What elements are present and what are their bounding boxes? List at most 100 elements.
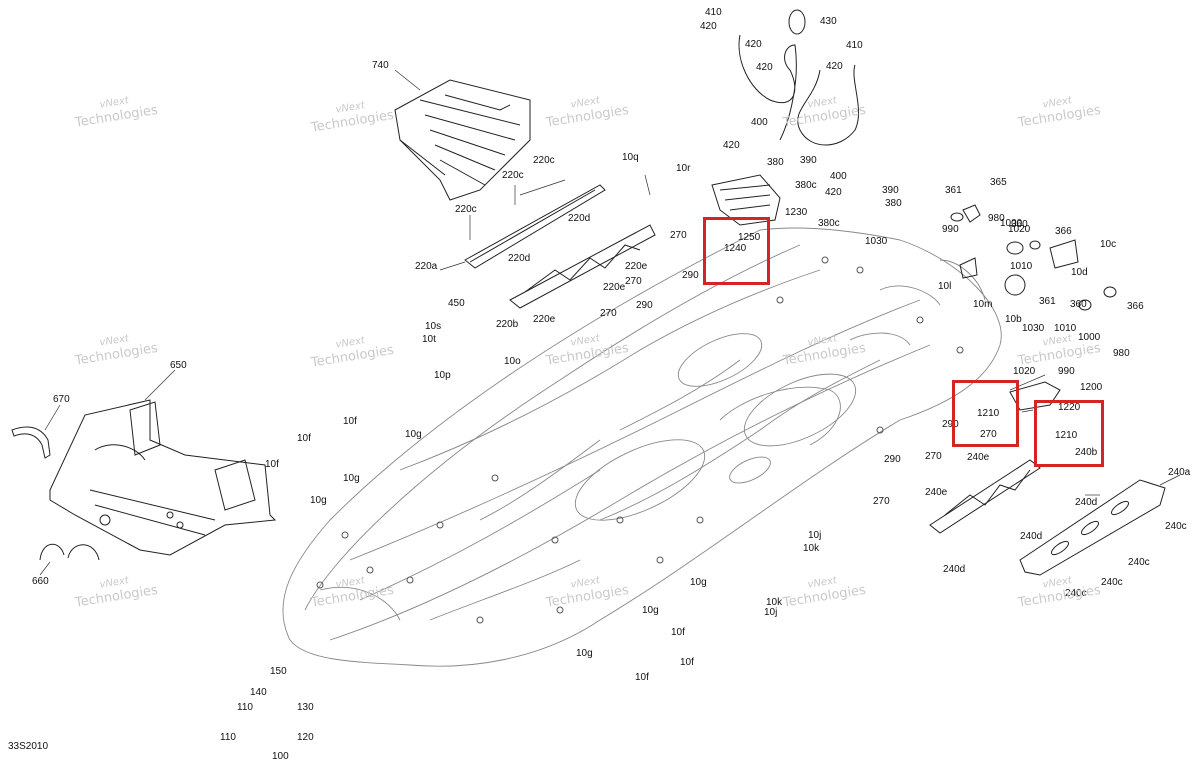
callout-label: 410	[705, 7, 722, 18]
callout-label: 220c	[533, 155, 555, 166]
callout-label: 420	[700, 21, 717, 32]
callout-label: 240a	[1168, 467, 1191, 478]
bar-670	[11, 426, 51, 459]
callout-label: 670	[53, 394, 70, 405]
callout-label: 240e	[967, 452, 990, 463]
callout-label: 10g	[310, 495, 327, 506]
callout-label: 220e	[533, 314, 556, 325]
rail-220a	[464, 184, 606, 269]
callout-label: 366	[1055, 226, 1072, 237]
drawing-code: 33S2010	[8, 741, 49, 752]
callout-label: 430	[820, 16, 837, 27]
callout-label: 100	[272, 751, 289, 762]
callout-label: 240c	[1165, 521, 1187, 532]
callout-label: 410	[846, 40, 863, 51]
callout-label: 1020	[1013, 366, 1036, 377]
callout-label: 270	[625, 276, 642, 287]
callout-label: 10f	[635, 672, 649, 683]
callout-label: 150	[270, 666, 287, 677]
callout-label: 220c	[455, 204, 477, 215]
callout-label: 10j	[808, 530, 822, 541]
callout-label: 420	[745, 39, 762, 50]
callout-label: 220a	[415, 261, 438, 272]
callout-label: 10l	[938, 281, 952, 292]
hose-400-a	[738, 34, 797, 141]
leader-lines	[39, 69, 1181, 576]
callout-label: 10f	[265, 459, 279, 470]
callout-label: 366	[1127, 301, 1144, 312]
footrest-1230	[711, 174, 781, 226]
callout-label: 10t	[422, 334, 436, 345]
callout-label: 400	[751, 117, 768, 128]
callout-label: 390	[882, 185, 899, 196]
handle-660-a	[39, 543, 65, 561]
callout-label: 361	[945, 185, 962, 196]
callout-label: 220d	[508, 253, 531, 264]
callout-label: 240d	[1075, 497, 1098, 508]
callout-label: 380c	[818, 218, 840, 229]
callout-label: 380	[885, 198, 902, 209]
callout-label: 10c	[1100, 239, 1117, 250]
callout-label: 390	[800, 155, 817, 166]
callout-label: 220c	[502, 170, 524, 181]
callout-label: 380c	[795, 180, 817, 191]
callout-label: 380	[767, 157, 784, 168]
callout-label: 10m	[973, 299, 993, 310]
callout-label: 240d	[1020, 531, 1043, 542]
callout-label: 290	[942, 419, 959, 430]
callout-label: 980	[1113, 348, 1130, 359]
callout-label: 740	[372, 60, 389, 71]
callout-label: 10p	[434, 370, 451, 381]
callout-label: 10f	[297, 433, 311, 444]
callout-label: 290	[682, 270, 699, 281]
callout-label: 650	[170, 360, 187, 371]
highlight-box-1220-1210	[1034, 400, 1104, 467]
callout-label: 1000	[1078, 332, 1101, 343]
callout-label: 240c	[1101, 577, 1123, 588]
callout-label: 1240	[724, 243, 747, 254]
hull-outline	[282, 227, 1002, 667]
rail-220b	[509, 224, 656, 309]
callout-label: 361	[1039, 296, 1056, 307]
callout-label: 400	[830, 171, 847, 182]
ring-430	[788, 9, 806, 35]
highlight-box-1210-left	[952, 380, 1019, 447]
callout-label: 10j	[764, 607, 778, 618]
callout-label: 240b	[1075, 447, 1098, 458]
callout-label: 140	[250, 687, 267, 698]
callout-label: 1210	[977, 408, 1000, 419]
callout-label: 240c	[1065, 588, 1087, 599]
callout-label: 270	[873, 496, 890, 507]
highlight-box-1250-1240	[703, 217, 770, 285]
hull-holes	[316, 256, 964, 624]
callout-label: 10f	[671, 627, 685, 638]
callout-label: 240e	[925, 487, 948, 498]
callout-label: 10q	[622, 152, 639, 163]
callout-label: 10k	[803, 543, 820, 554]
callout-label: 10g	[690, 577, 707, 588]
callout-label: 660	[32, 576, 49, 587]
callout-label: 270	[925, 451, 942, 462]
callout-label: 220e	[625, 261, 648, 272]
callout-label: 270	[980, 429, 997, 440]
callout-label: 10g	[405, 429, 422, 440]
callout-label: 220b	[496, 319, 519, 330]
callout-label: 290	[636, 300, 653, 311]
callout-label: 240d	[943, 564, 966, 575]
callout-label: 270	[670, 230, 687, 241]
callout-label: 10f	[680, 657, 694, 668]
callout-label: 290	[884, 454, 901, 465]
callout-label: 420	[756, 62, 773, 73]
callout-label: 1000	[1000, 218, 1023, 229]
callout-label: 1010	[1010, 261, 1033, 272]
callout-label: 420	[723, 140, 740, 151]
callout-label: 450	[448, 298, 465, 309]
callout-label: 1030	[865, 236, 888, 247]
storage-bin-740	[394, 79, 531, 201]
callout-label: 360	[1011, 219, 1028, 230]
callout-label: 10d	[1071, 267, 1088, 278]
callout-label: 130	[297, 702, 314, 713]
callout-label: 1250	[738, 232, 761, 243]
callout-label: 10b	[1005, 314, 1022, 325]
